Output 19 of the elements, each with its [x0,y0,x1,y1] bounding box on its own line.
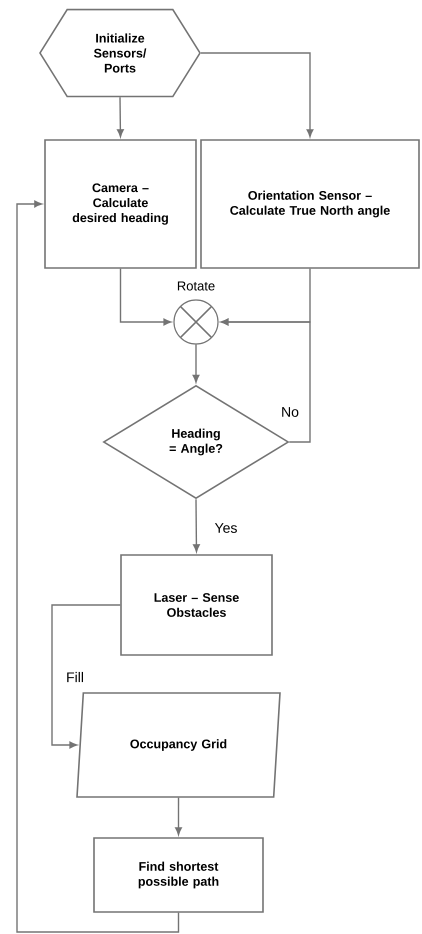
arrow [51,604,120,748]
process-box: Camera – Calculate desired heading [44,139,197,269]
arrow [192,499,200,552]
arrow [200,52,314,138]
arrow [116,97,124,138]
edge-label: Yes [214,522,238,534]
arrow [220,318,311,443]
arrow [175,798,182,836]
process-box: Laser – Sense Obstacles [120,554,273,656]
data-parallelogram: Occupancy Grid [76,692,281,798]
edge-label: Fill [65,670,85,684]
process-box: Orientation Sensor – Calculate True North angle [200,139,420,269]
preparation-hexagon: Initialize Sensors/ Ports [39,8,201,98]
arrow [192,344,200,383]
arrow [120,268,172,326]
node-caption: Rotate [178,281,215,291]
process-box: Find shortest possible path [93,837,264,913]
summing-junction [173,299,219,345]
arrow [16,200,180,933]
